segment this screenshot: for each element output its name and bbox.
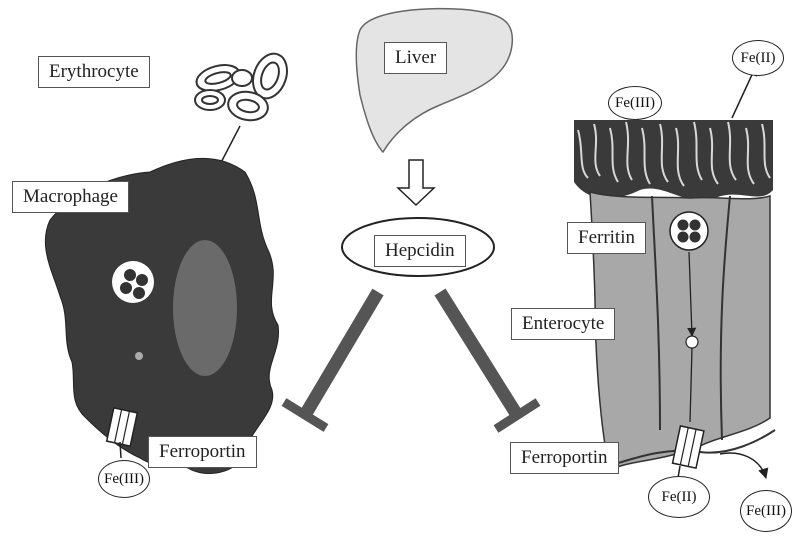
fe-iii-macrophage-output: Fe(III) (98, 460, 150, 498)
ferroportin-label-right: Ferroportin (510, 442, 619, 474)
ferritin-cluster (670, 212, 708, 250)
liver-label: Liver (384, 42, 447, 74)
macrophage-iron-export-line (120, 442, 121, 458)
fe-ii-lumen: Fe(II) (732, 40, 784, 76)
liver-shape (356, 9, 512, 152)
ferroportin-label-left: Ferroportin (148, 436, 257, 468)
iron-transit-vesicle (686, 336, 698, 348)
macrophage-nucleus (173, 240, 237, 376)
hepcidin-inhibits-macrophage (284, 292, 378, 428)
fe-ii-enterocyte-output: Fe(II) (648, 476, 710, 518)
enterocyte-label: Enterocyte (511, 308, 615, 340)
enterocyte-microvilli (574, 120, 773, 201)
macrophage-vesicle (135, 352, 143, 360)
hephaestin-oxidation-arrow (720, 453, 766, 478)
ferritin-label: Ferritin (567, 222, 646, 254)
phagosome (112, 261, 154, 303)
erythrocyte-label: Erythrocyte (38, 56, 150, 88)
liver-to-hepcidin-arrow (398, 160, 434, 205)
erythrocyte-cluster (194, 49, 293, 123)
hepcidin-label: Hepcidin (374, 235, 466, 267)
macrophage-label: Macrophage (12, 181, 129, 213)
fe-iii-blood: Fe(III) (740, 490, 792, 532)
fe-iii-lumen: Fe(III) (608, 86, 662, 120)
